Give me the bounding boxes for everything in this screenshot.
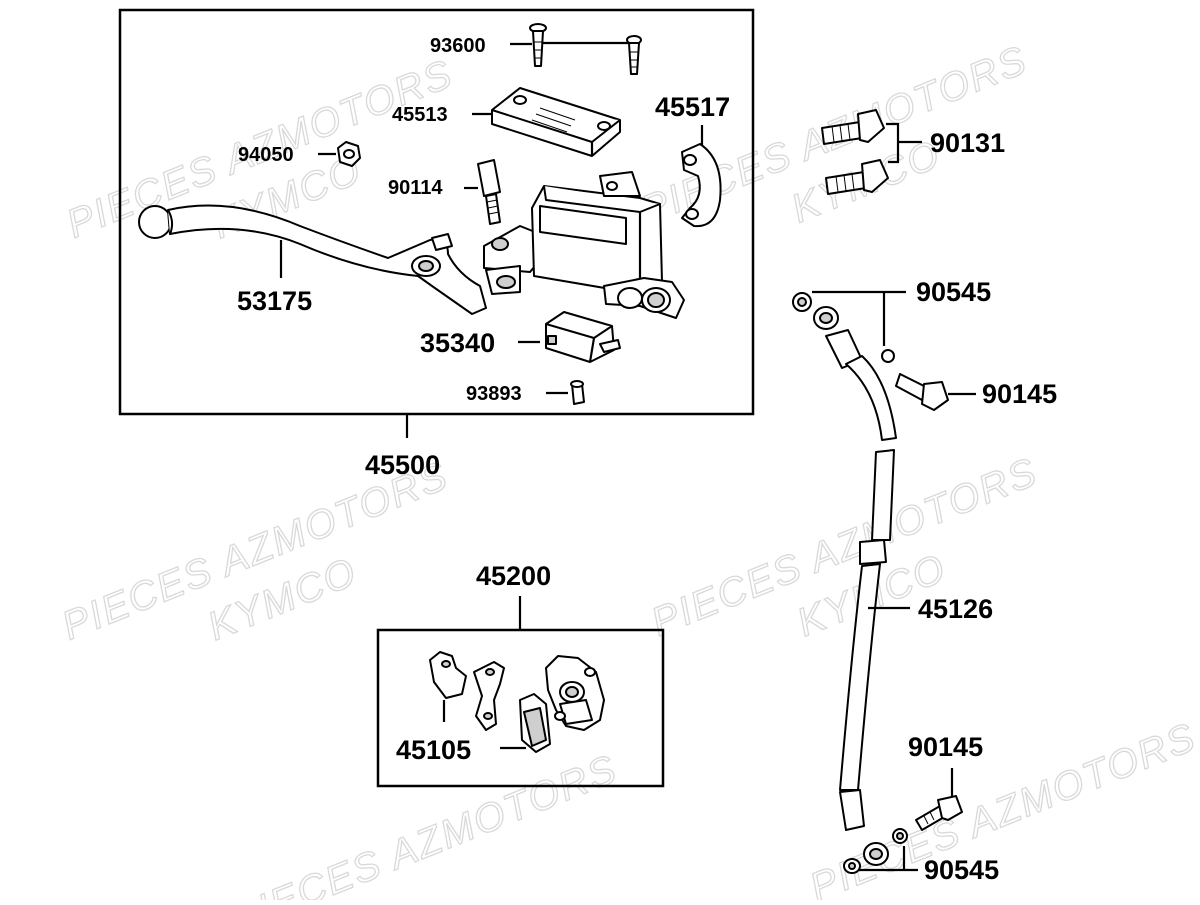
- label-93600: 93600: [430, 35, 486, 57]
- label-90145-bottom: 90145: [908, 732, 983, 762]
- label-90545-top: 90545: [916, 277, 991, 307]
- part-90545-washers-bottom: 90545: [858, 828, 999, 885]
- label-94050: 94050: [238, 144, 294, 166]
- part-90114-bolt: 90114: [388, 159, 501, 225]
- label-45500: 45500: [365, 450, 440, 480]
- label-35340: 35340: [420, 328, 495, 358]
- label-45200: 45200: [476, 561, 551, 591]
- part-90145-bolt-bottom: 90145: [908, 732, 983, 831]
- part-45105-brake-pads: 45105: [396, 651, 551, 765]
- label-90131: 90131: [930, 128, 1005, 158]
- label-90114: 90114: [388, 177, 443, 199]
- label-45513: 45513: [392, 104, 448, 126]
- watermark: PIECES AZMOTORS KYMCO PIECES AZMOTORS KY…: [55, 37, 1200, 905]
- label-45517: 45517: [655, 92, 730, 122]
- part-35340-switch: 35340: [420, 311, 621, 363]
- watermark-line1: PIECES AZMOTORS: [225, 747, 624, 900]
- part-93893-screw: 93893: [466, 380, 585, 405]
- part-45126-brake-hose: 45126: [792, 292, 993, 874]
- label-45126: 45126: [918, 594, 993, 624]
- label-90545-bottom: 90545: [924, 855, 999, 885]
- part-53175-lever: 53175: [138, 204, 487, 316]
- part-94050-nut: 94050: [238, 141, 361, 167]
- label-53175: 53175: [237, 286, 312, 316]
- caliper-bracket: [473, 661, 505, 731]
- part-45513-reservoir-cap: 45513: [392, 87, 621, 157]
- part-45517-clamp: 45517: [655, 92, 730, 228]
- label-45105: 45105: [396, 735, 471, 765]
- part-93600-screws: 93600: [430, 23, 642, 75]
- watermark-line1: PIECES AZMOTORS: [804, 715, 1200, 900]
- part-90131-bolts: 90131: [821, 109, 1005, 195]
- master-cylinder-assembly-box: [118, 8, 755, 416]
- caliper-body: [545, 655, 605, 731]
- master-cylinder-body: [483, 171, 685, 319]
- part-90145-bolt-top: 90145: [895, 373, 1057, 411]
- part-90545-washers-top: 90545: [812, 277, 991, 363]
- label-93893: 93893: [466, 383, 522, 405]
- label-90145-top: 90145: [982, 379, 1057, 409]
- caliper-assembly-box: [376, 628, 665, 788]
